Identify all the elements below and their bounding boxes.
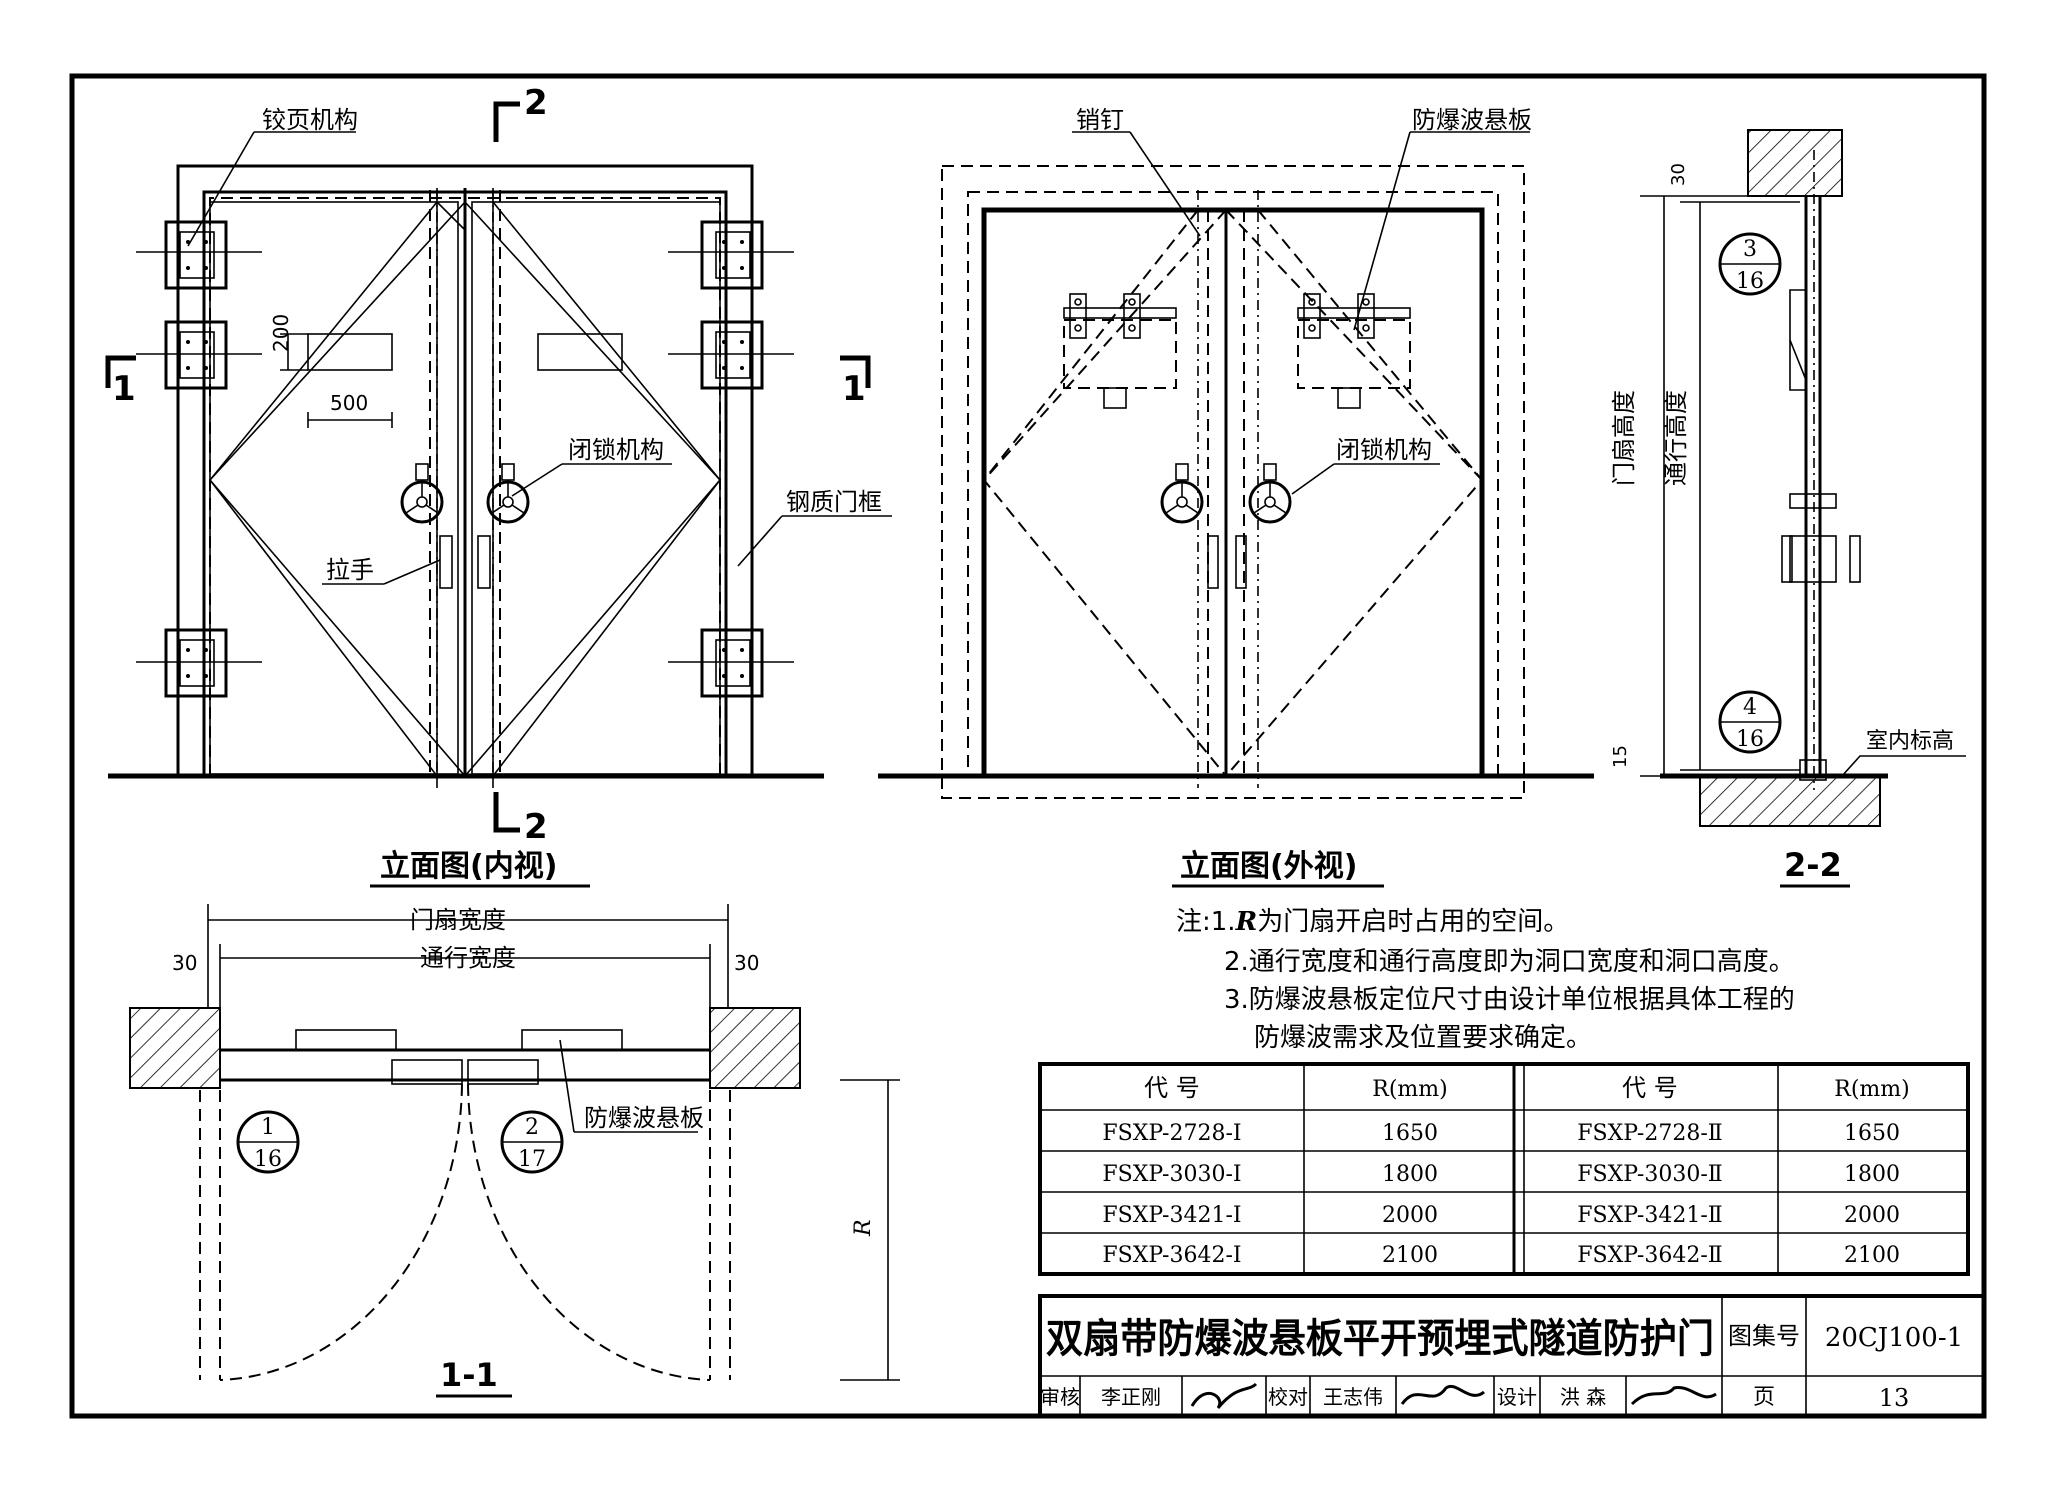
title-section-1-1: 1-1: [440, 1356, 498, 1394]
dim-200: 200: [269, 314, 293, 352]
section-mark-2-bottom: 2: [524, 807, 548, 847]
signatures: [1190, 1382, 1717, 1409]
detail-ref-4-num: 4: [1743, 695, 1757, 720]
label-pin: 销钉: [1076, 106, 1124, 134]
table-header-code-2: 代 号: [1622, 1074, 1678, 1102]
design-label: 设计: [1497, 1385, 1537, 1409]
table-cell: 2000: [1844, 1203, 1900, 1228]
label-floor-level: 室内标高: [1866, 729, 1954, 754]
table-header-code-1: 代 号: [1144, 1074, 1200, 1102]
table-cell: FSXP-3030-Ⅰ: [1102, 1162, 1241, 1187]
notes-line-3: 3.防爆波悬板定位尺寸由设计单位根据具体工程的: [1224, 985, 1795, 1015]
table-cell: 1800: [1382, 1162, 1438, 1187]
review-label: 审核: [1040, 1385, 1080, 1409]
designer-name: 洪 森: [1560, 1385, 1606, 1409]
label-door-width: 门扇宽度: [410, 906, 506, 934]
table-cell: FSXP-2728-Ⅰ: [1102, 1121, 1241, 1146]
dim-15: 15: [1610, 745, 1631, 768]
table-cell: 1650: [1382, 1121, 1438, 1146]
atlas-number: 20CJ100-1: [1825, 1323, 1963, 1353]
label-pass-width: 通行宽度: [420, 944, 516, 972]
detail-ref-2-num: 2: [525, 1115, 539, 1140]
table-cell: FSXP-3421-Ⅱ: [1577, 1203, 1722, 1228]
atlas-label: 图集号: [1728, 1322, 1800, 1350]
elevation-inner-view: [105, 101, 892, 833]
sheet-border: [69, 73, 1987, 1419]
section-mark-2-top: 2: [524, 83, 548, 123]
r-table: [1038, 1062, 1970, 1276]
table-cell: FSXP-3421-Ⅰ: [1102, 1203, 1241, 1228]
checker-name: 王志伟: [1323, 1385, 1383, 1409]
label-door-height: 门扇高度: [1610, 390, 1638, 486]
table-cell: 2100: [1382, 1243, 1438, 1268]
drawing-title: 双扇带防爆波悬板平开预埋式隧道防护门: [1046, 1316, 1714, 1362]
table-cell: FSXP-3642-Ⅰ: [1102, 1243, 1241, 1268]
table-cell: 2100: [1844, 1243, 1900, 1268]
label-lock-right: 闭锁机构: [1336, 436, 1432, 464]
notes-line-2: 2.通行宽度和通行高度即为洞口宽度和洞口高度。: [1224, 947, 1795, 977]
table-header-r-2: R(mm): [1834, 1077, 1909, 1102]
detail-ref-3-num: 3: [1743, 237, 1757, 262]
detail-ref-2-sheet: 17: [518, 1147, 546, 1172]
notes-line-4: 防爆波需求及位置要求确定。: [1254, 1023, 1592, 1053]
section-mark-1-right: 1: [842, 369, 866, 409]
table-header-r-1: R(mm): [1372, 1077, 1447, 1102]
elevation-outer-view: [878, 131, 1594, 799]
table-cell: FSXP-3030-Ⅱ: [1577, 1162, 1722, 1187]
detail-ref-1-num: 1: [261, 1115, 275, 1140]
title-elevation-outer: 立面图(外视): [1180, 849, 1357, 884]
dim-500: 500: [330, 391, 368, 415]
notes-line-1: 注:1.R为门扇开启时占用的空间。: [1176, 907, 1569, 937]
section-2-2: [1640, 129, 1966, 827]
table-cell: FSXP-2728-Ⅱ: [1577, 1121, 1722, 1146]
label-pass-height: 通行高度: [1662, 390, 1690, 486]
page-label: 页: [1753, 1385, 1775, 1410]
label-blast-panel-plan: 防爆波悬板: [584, 1104, 704, 1132]
table-cell: 1650: [1844, 1121, 1900, 1146]
dim-30-left: 30: [172, 951, 197, 975]
reviewer-name: 李正刚: [1101, 1385, 1161, 1409]
detail-ref-3-sheet: 16: [1736, 269, 1764, 294]
section-mark-1-left: 1: [112, 369, 136, 409]
section-1-1: [129, 904, 900, 1381]
title-block: [1038, 1294, 1986, 1418]
title-section-2-2: 2-2: [1784, 846, 1842, 884]
page-number: 13: [1879, 1384, 1910, 1412]
title-elevation-inner: 立面图(内视): [380, 849, 557, 884]
detail-ref-1-sheet: 16: [254, 1147, 282, 1172]
label-handle: 拉手: [326, 556, 374, 584]
table-cell: FSXP-3642-Ⅱ: [1577, 1243, 1722, 1268]
label-steel-frame: 钢质门框: [786, 488, 882, 516]
label-lock-left: 闭锁机构: [568, 436, 664, 464]
dim-30-right: 30: [734, 951, 759, 975]
dim-30-side: 30: [1668, 163, 1689, 186]
label-hinge: 铰页机构: [262, 106, 358, 134]
table-cell: 2000: [1382, 1203, 1438, 1228]
check-label: 校对: [1268, 1385, 1308, 1409]
label-blast-panel-top: 防爆波悬板: [1412, 106, 1532, 134]
table-cell: 1800: [1844, 1162, 1900, 1187]
detail-ref-4-sheet: 16: [1736, 727, 1764, 752]
dim-R: R: [851, 1219, 876, 1237]
